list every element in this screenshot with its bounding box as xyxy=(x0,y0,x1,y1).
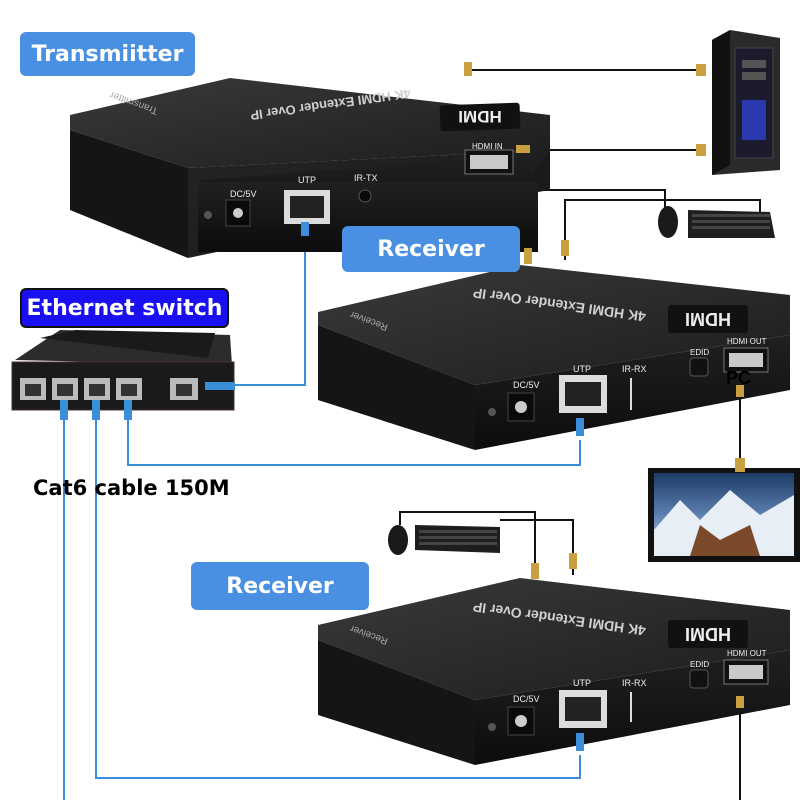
cable-switch-receiver-2 xyxy=(95,420,581,779)
hdmi-logo-receiver-2: HDMI xyxy=(668,620,748,648)
port-label-dc: DC/5V xyxy=(230,189,257,199)
cable-switch-receiver-1 xyxy=(127,420,581,466)
mouse-icon-r2 xyxy=(388,525,408,555)
r2-port-utp: UTP xyxy=(573,678,591,688)
port-label-utp: UTP xyxy=(298,175,316,185)
receiver-1-label: Receiver xyxy=(342,226,520,272)
r1-port-irrx: IR-RX xyxy=(622,364,647,374)
usb-plug-icon xyxy=(464,62,472,76)
ethernet-switch-icon xyxy=(11,330,235,420)
receiver-device-1: HDMI 4K HDMI Extender Over IP Receiver D… xyxy=(318,240,790,450)
hdmi-logo-receiver-1: HDMI xyxy=(668,305,748,333)
r2-port-hdmi-out: HDMI OUT xyxy=(727,649,767,658)
r2-port-edid: EDID xyxy=(690,660,709,669)
cable-keyboard-r1 xyxy=(564,199,761,260)
cable-caption: Cat6 cable 150M xyxy=(33,476,230,500)
pc-label: PC xyxy=(726,368,751,388)
r1-port-edid: EDID xyxy=(690,348,709,357)
r1-port-utp: UTP xyxy=(573,364,591,374)
receiver-2-label: Receiver xyxy=(191,562,369,610)
r1-port-dc: DC/5V xyxy=(513,380,540,390)
svg-text:HDMI: HDMI xyxy=(685,624,731,644)
transmitter-device: HDMI 4K HDMI Extender Over IP Transmitte… xyxy=(70,62,550,258)
port-label-hdmi-in: HDMI IN xyxy=(472,142,503,151)
pc-tower-icon xyxy=(696,30,780,175)
r1-port-hdmi-out: HDMI OUT xyxy=(727,337,767,346)
hdmi-logo-transmitter: HDMI xyxy=(439,102,521,132)
network-cables xyxy=(63,235,581,800)
svg-text:HDMI: HDMI xyxy=(685,309,731,329)
rj45-plug-icon xyxy=(301,222,309,236)
cable-mouse-r2 xyxy=(399,511,536,575)
mouse-icon-r1 xyxy=(658,206,678,238)
keyboard-icon-r2 xyxy=(415,525,500,553)
keyboard-icon-r1 xyxy=(688,210,775,238)
r2-port-dc: DC/5V xyxy=(513,694,540,704)
cable-switch-transmitter xyxy=(235,235,306,386)
ethernet-switch-label: Ethernet switch xyxy=(20,288,229,328)
port-label-irtx: IR-TX xyxy=(354,173,378,183)
svg-text:HDMI: HDMI xyxy=(458,107,501,126)
hdmi-plug-icon xyxy=(516,145,530,153)
r2-port-irrx: IR-RX xyxy=(622,678,647,688)
receiver-device-2: HDMI 4K HDMI Extender Over IP Receiver D… xyxy=(318,553,790,765)
transmitter-label: Transmiitter xyxy=(20,32,195,76)
tv-icon xyxy=(648,458,800,562)
